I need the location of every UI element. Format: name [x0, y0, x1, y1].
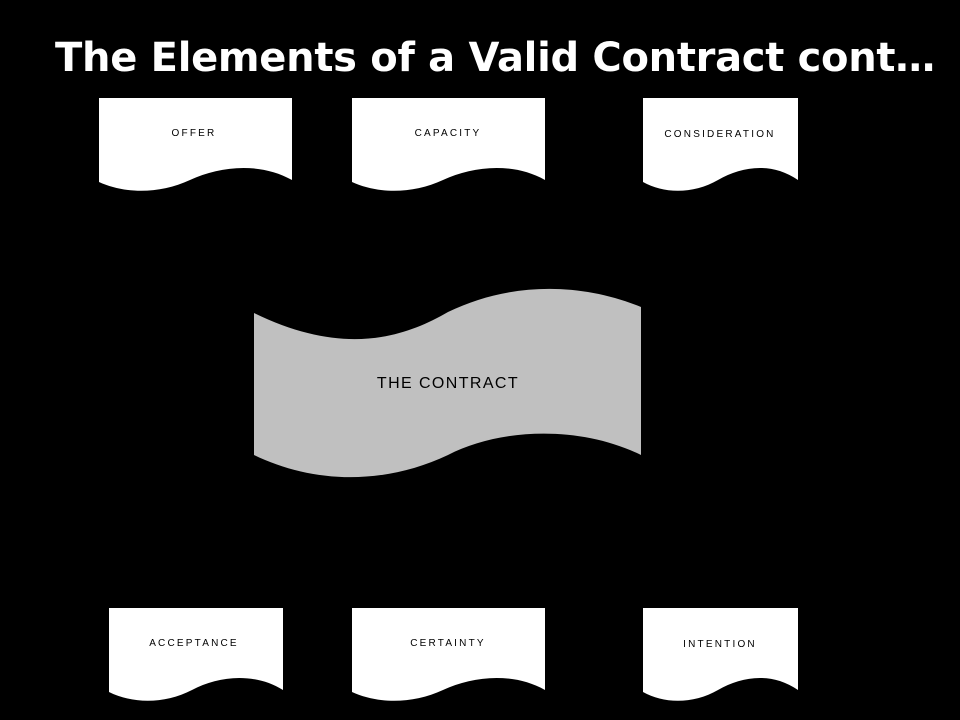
- contract-label: THE CONTRACT: [377, 375, 519, 392]
- element-label: CONSIDERATION: [664, 129, 775, 140]
- document-shape: [352, 608, 545, 701]
- contract-banner: [254, 288, 641, 478]
- element-document-certainty: CERTAINTY: [352, 608, 545, 701]
- document-shape: [352, 98, 545, 191]
- element-label: CAPACITY: [415, 128, 482, 139]
- element-label: INTENTION: [683, 639, 757, 650]
- element-label: OFFER: [172, 128, 217, 139]
- element-document-offer: OFFER: [99, 98, 292, 191]
- element-document-consideration: CONSIDERATION: [643, 98, 798, 191]
- document-shape: [643, 98, 798, 191]
- element-label: CERTAINTY: [410, 638, 486, 649]
- element-document-intention: INTENTION: [643, 608, 798, 701]
- element-document-acceptance: ACCEPTANCE: [109, 608, 283, 701]
- document-shape: [109, 608, 283, 701]
- slide-title: The Elements of a Valid Contract cont…: [55, 35, 935, 81]
- element-document-capacity: CAPACITY: [352, 98, 545, 191]
- element-label: ACCEPTANCE: [149, 638, 239, 649]
- contract-shape: THE CONTRACT: [254, 288, 641, 478]
- document-shape: [99, 98, 292, 191]
- document-shape: [643, 608, 798, 701]
